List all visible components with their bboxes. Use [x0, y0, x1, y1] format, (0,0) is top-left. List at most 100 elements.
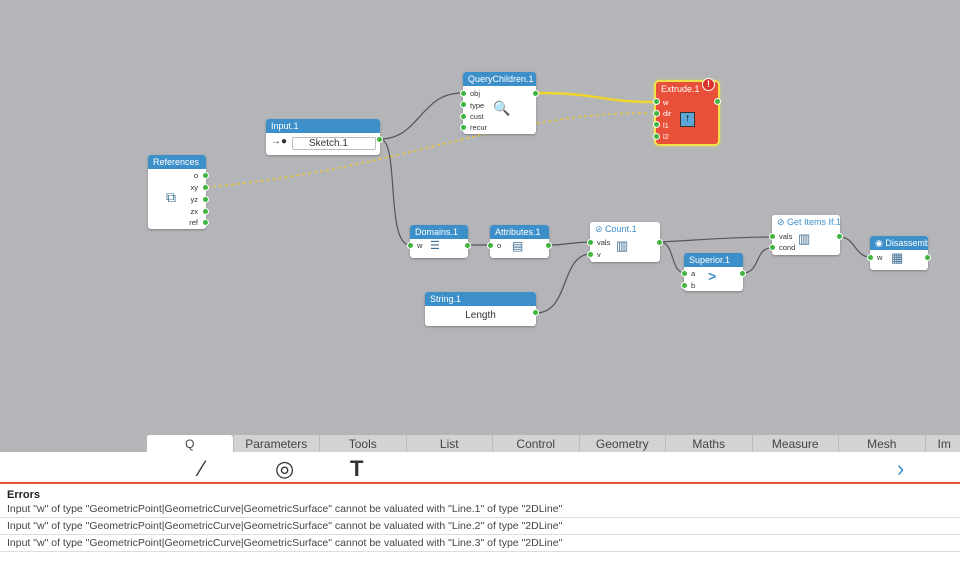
input-port[interactable] — [460, 101, 467, 108]
output-port[interactable] — [532, 309, 539, 316]
gear-icon[interactable]: ◎ — [275, 456, 295, 481]
node-title: Input.1 — [266, 119, 380, 133]
output-port[interactable] — [656, 239, 663, 246]
node-input[interactable]: Input.1 →● Sketch.1 — [266, 119, 383, 155]
output-port[interactable] — [714, 98, 721, 105]
port-label: cond — [779, 243, 796, 252]
text-icon[interactable]: T — [350, 456, 364, 481]
wire — [379, 92, 463, 140]
port-label: o — [497, 241, 502, 250]
node-domains[interactable]: Domains.1 w ☰ — [407, 225, 471, 258]
input-port[interactable] — [587, 251, 594, 258]
domains-icon: ☰ — [430, 240, 440, 252]
input-port[interactable] — [653, 110, 660, 117]
output-port[interactable] — [739, 270, 746, 277]
output-port[interactable] — [532, 90, 539, 97]
count-icon: ▥ — [616, 238, 629, 253]
sketch-field[interactable]: Sketch.1 — [292, 137, 376, 150]
extrude-icon: ↑ — [680, 112, 695, 127]
node-extrude[interactable]: Extrude.1 ! w dir l1 l2 ↑ — [653, 78, 721, 144]
port-label: a — [691, 269, 696, 278]
input-port[interactable] — [587, 239, 594, 246]
wire — [548, 241, 592, 246]
arrow-icon[interactable]: › — [897, 456, 905, 481]
wire — [535, 253, 592, 314]
wire — [535, 91, 654, 104]
node-attributes[interactable]: Attributes.1 o ▤ — [487, 225, 552, 258]
error-row[interactable]: Input "w" of type "GeometricPoint|Geomet… — [0, 535, 960, 552]
node-title-text: Count.1 — [605, 224, 637, 234]
tab-tools[interactable]: Tools — [319, 435, 406, 453]
port-label: v — [597, 250, 601, 259]
wire — [206, 112, 648, 188]
output-port[interactable] — [924, 254, 931, 261]
node-query-children[interactable]: QueryChildren.1 obj type cust recur 🔍 — [460, 72, 539, 134]
node-get-items-if[interactable]: ⊘ Get Items If.1 vals cond ▥ — [769, 215, 843, 255]
input-port[interactable] — [769, 244, 776, 251]
input-port[interactable] — [769, 233, 776, 240]
input-port[interactable] — [487, 242, 494, 249]
error-badge: ! — [702, 78, 715, 91]
port-label: w — [417, 241, 423, 250]
pen-icon[interactable]: ⁄ — [200, 456, 204, 481]
graph-canvas[interactable]: References ⧉ o xy yz zx ref Input.1 →● S… — [0, 0, 960, 452]
port-label: w — [663, 98, 669, 107]
input-port[interactable] — [460, 113, 467, 120]
output-port[interactable] — [202, 172, 209, 179]
output-port[interactable] — [836, 233, 843, 240]
eye-icon[interactable]: ◉ — [875, 238, 886, 248]
output-port[interactable] — [202, 184, 209, 191]
input-port[interactable] — [407, 242, 414, 249]
node-superior[interactable]: Superior.1 a b > — [681, 253, 746, 291]
node-title: References — [148, 155, 206, 169]
wires-layer — [206, 91, 871, 314]
wire — [379, 138, 411, 246]
output-port[interactable] — [545, 242, 552, 249]
node-title: ⊘ Count.1 — [590, 222, 660, 236]
wire — [659, 236, 772, 243]
node-string[interactable]: String.1 Length — [425, 292, 539, 326]
node-title: Domains.1 — [410, 225, 468, 239]
port-label: yz — [190, 195, 199, 204]
tab-mesh[interactable]: Mesh — [838, 435, 925, 453]
tab-parameters[interactable]: Parameters — [232, 435, 319, 453]
error-row[interactable]: Input "w" of type "GeometricPoint|Geomet… — [0, 501, 960, 518]
error-row[interactable]: Input "w" of type "GeometricPoint|Geomet… — [0, 518, 960, 535]
node-count[interactable]: ⊘ Count.1 vals v ▥ — [587, 222, 663, 262]
node-title: String.1 — [425, 292, 536, 306]
tab-list[interactable]: List — [405, 435, 492, 453]
input-port[interactable] — [681, 270, 688, 277]
tab-geometry[interactable]: Geometry — [578, 435, 665, 453]
output-port[interactable] — [464, 242, 471, 249]
node-title: ⊘ Get Items If.1 — [772, 215, 840, 229]
input-port[interactable] — [681, 282, 688, 289]
input-port[interactable] — [653, 98, 660, 105]
input-port[interactable] — [460, 90, 467, 97]
input-port[interactable] — [653, 133, 660, 140]
output-port[interactable] — [202, 196, 209, 203]
string-value[interactable]: Length — [465, 310, 496, 321]
disassemble-icon: ▦ — [891, 250, 904, 265]
filter-icon: ▥ — [798, 231, 811, 246]
node-references[interactable]: References ⧉ o xy yz zx ref — [148, 155, 209, 229]
hidden-eye-icon[interactable]: ⊘ — [777, 217, 788, 227]
input-port[interactable] — [867, 254, 874, 261]
output-port[interactable] — [376, 136, 383, 143]
hidden-eye-icon[interactable]: ⊘ — [595, 224, 606, 234]
output-port[interactable] — [202, 208, 209, 215]
output-port[interactable] — [202, 219, 209, 226]
wire — [742, 247, 772, 274]
tab-more[interactable]: Im — [924, 435, 960, 453]
port-label: zx — [190, 207, 199, 216]
input-port[interactable] — [653, 121, 660, 128]
input-port[interactable] — [460, 124, 467, 131]
tab-measure[interactable]: Measure — [751, 435, 838, 453]
tab-control[interactable]: Control — [492, 435, 579, 453]
tab-search[interactable]: Q — [146, 435, 233, 453]
arrow-icon: →● — [271, 136, 288, 147]
port-label: recur — [470, 123, 488, 132]
node-disassemble[interactable]: ◉ Disassemb w ▦ — [867, 236, 931, 270]
tab-maths[interactable]: Maths — [665, 435, 752, 453]
port-label: obj — [470, 89, 481, 98]
port-label: l1 — [663, 121, 669, 130]
